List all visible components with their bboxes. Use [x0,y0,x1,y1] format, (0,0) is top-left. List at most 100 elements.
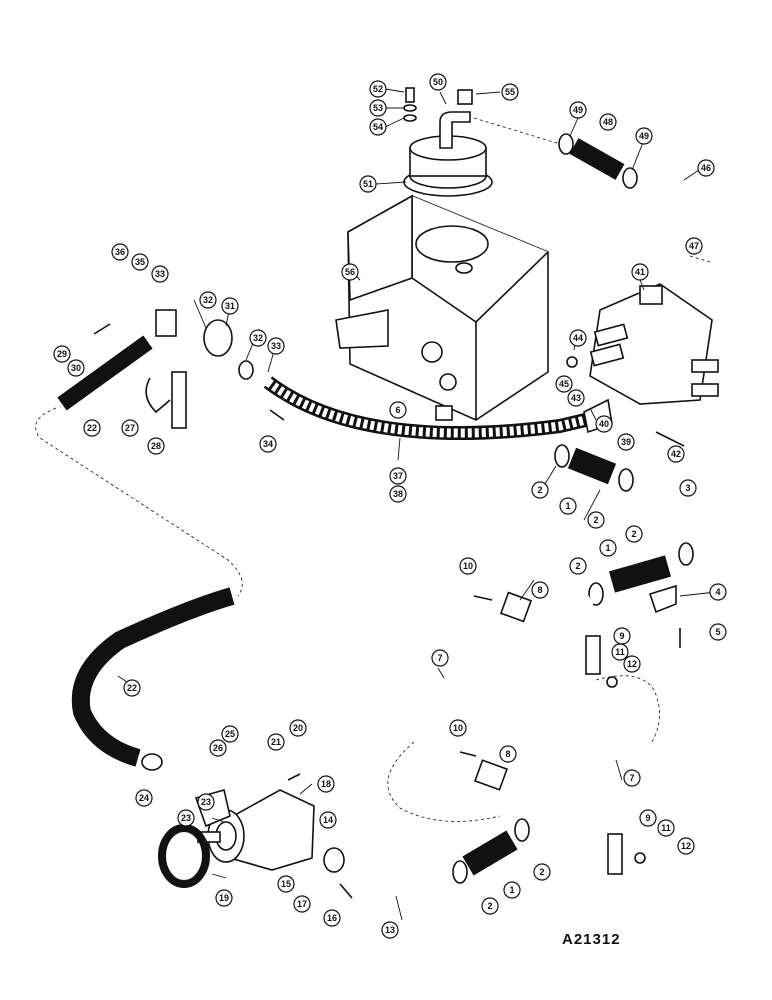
callout-50: 50 [429,73,447,91]
callout-9: 9 [613,627,631,645]
callout-31: 31 [221,297,239,315]
callout-bubble [625,525,643,543]
callout-bubble [657,819,675,837]
callout-number: 47 [689,241,699,251]
callout-number: 1 [605,543,610,553]
callout-number: 55 [505,87,515,97]
callout-2: 2 [531,481,549,499]
callout-number: 11 [661,823,671,833]
filler-cap-assembly [403,87,493,197]
callout-49: 49 [635,127,653,145]
callout-number: 49 [573,105,583,115]
callout-14: 14 [319,811,337,829]
callout-3: 3 [679,479,697,497]
callout-bubble [697,159,715,177]
callout-11: 11 [657,819,675,837]
callout-23: 23 [177,809,195,827]
callout-9: 9 [639,809,657,827]
hydraulic-pump [158,788,315,888]
callout-bubble [569,557,587,575]
callout-5: 5 [709,623,727,641]
callout-number: 22 [87,423,97,433]
callout-number: 49 [639,131,649,141]
callout-16: 16 [323,909,341,927]
callout-38: 38 [389,485,407,503]
callout-number: 52 [373,84,383,94]
callout-22: 22 [123,679,141,697]
callout-bubble [567,389,585,407]
drawing-id: A21312 [562,931,621,948]
callout-41: 41 [631,263,649,281]
callout-2: 2 [587,511,605,529]
tube-7-upper [396,592,594,743]
callout-21: 21 [267,733,285,751]
callout-15: 15 [277,875,295,893]
callout-bubble [369,99,387,117]
callout-bubble [221,297,239,315]
callout-number: 43 [571,393,581,403]
callout-bubble [53,345,71,363]
callout-12: 12 [677,837,695,855]
callout-number: 9 [645,813,650,823]
callout-bubble [459,557,477,575]
callout-34: 34 [259,435,277,453]
callout-bubble [293,895,311,913]
callout-bubble [249,329,267,347]
callout-bubble [635,127,653,145]
callout-bubble [501,83,519,101]
callout-number: 10 [463,561,473,571]
callout-bubble [259,435,277,453]
callout-39: 39 [617,433,635,451]
callout-number: 3 [685,483,690,493]
callout-bubble [617,433,635,451]
callout-number: 23 [181,813,191,823]
callout-bubble [319,811,337,829]
suction-hose [35,328,243,771]
callout-number: 32 [203,295,213,305]
callout-number: 17 [297,899,307,909]
callout-bubble [199,291,217,309]
callout-13: 13 [381,921,399,939]
hardware-misc [93,309,685,899]
callout-43: 43 [567,389,585,407]
callout-7: 7 [623,769,641,787]
callout-bubble [595,415,613,433]
callout-bubble [631,263,649,281]
callout-bubble [147,437,165,455]
callout-bubble [639,809,657,827]
callout-number: 1 [509,885,514,895]
callout-36: 36 [111,243,129,261]
callout-33: 33 [267,337,285,355]
callout-number: 56 [345,267,355,277]
callout-number: 12 [681,841,691,851]
callout-23: 23 [197,793,215,811]
callout-bubble [83,419,101,437]
callout-1: 1 [559,497,577,515]
callout-55: 55 [501,83,519,101]
callout-29: 29 [53,345,71,363]
callout-bubble [197,793,215,811]
callout-number: 1 [565,501,570,511]
callout-8: 8 [499,745,517,763]
callout-40: 40 [595,415,613,433]
callout-number: 2 [593,515,598,525]
callout-number: 5 [715,627,720,637]
callout-number: 2 [487,901,492,911]
callout-54: 54 [369,118,387,136]
callout-bubble [267,733,285,751]
callout-bubble [121,419,139,437]
callout-bubble [569,101,587,119]
callout-number: 11 [615,647,625,657]
callout-number: 12 [627,659,637,669]
pressure-line-right [554,444,735,606]
callout-number: 4 [715,587,720,597]
callout-bubble [559,497,577,515]
callout-number: 30 [71,363,81,373]
callout-number: 7 [629,773,634,783]
callout-number: 2 [537,485,542,495]
callout-bubble [359,175,377,193]
callout-number: 36 [115,247,125,257]
callout-number: 35 [135,257,145,267]
callout-number: 29 [57,349,67,359]
